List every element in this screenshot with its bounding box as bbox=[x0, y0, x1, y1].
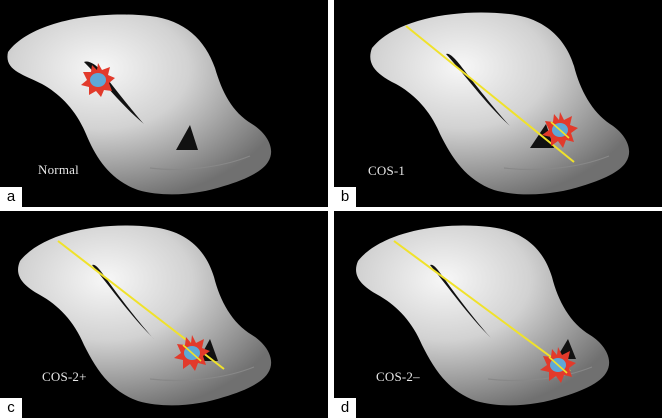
panel-d: COS-2– d bbox=[334, 211, 662, 418]
panel-letter: c bbox=[0, 398, 22, 418]
panel-c: COS-2+ c bbox=[0, 211, 328, 418]
caption: Normal bbox=[38, 162, 79, 178]
panel-letter: a bbox=[0, 187, 22, 207]
panel-letter: d bbox=[334, 398, 356, 418]
uterus-shape bbox=[370, 12, 629, 194]
uterus-diagram-d bbox=[334, 211, 662, 418]
caption: COS-2– bbox=[376, 369, 420, 385]
panel-letter: b bbox=[334, 187, 356, 207]
caption: COS-2+ bbox=[42, 369, 87, 385]
panel-b: COS-1 b bbox=[334, 0, 662, 207]
caption: COS-1 bbox=[368, 163, 405, 179]
panel-a: Normal a bbox=[0, 0, 328, 207]
uterus-diagram-c bbox=[0, 211, 328, 418]
